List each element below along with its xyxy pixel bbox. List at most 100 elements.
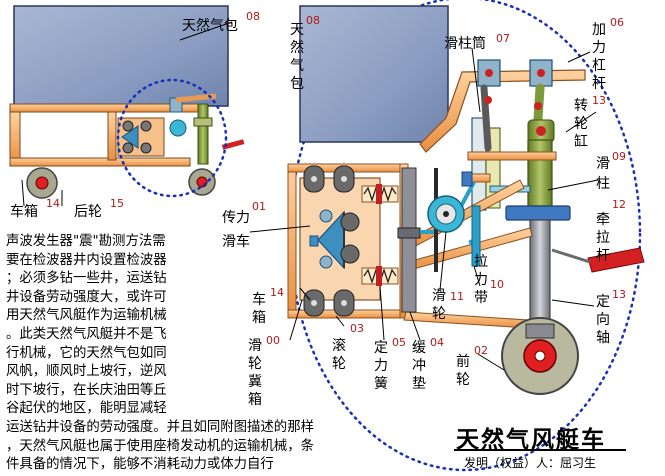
belt-clamp	[461, 171, 473, 187]
paragraph-line: ；必须多钻一些井，运送钻	[6, 271, 167, 287]
gas-balloon-large	[299, 5, 449, 143]
paragraph-line: 要在检波器井内设置检波器	[6, 252, 167, 268]
rear-wheel-hub-small	[35, 176, 49, 190]
label-num: 01	[252, 200, 266, 213]
gas-balloon-small	[13, 5, 229, 107]
label-pull-lever: 杆	[596, 248, 610, 264]
roller-small	[140, 142, 152, 154]
label-tension-belt: 力	[474, 272, 488, 288]
label-roller: 滚	[332, 337, 346, 354]
column-collar	[505, 205, 571, 221]
label-num: 05	[392, 336, 406, 349]
label-front-wheel: 轮	[456, 372, 470, 388]
label-pull-lever: 拉	[596, 230, 610, 246]
label-num: 14	[270, 286, 284, 299]
pin-icon	[311, 300, 317, 306]
title-underline	[454, 449, 626, 451]
label-guide-axis: 向	[596, 312, 610, 328]
label-lever: 加	[592, 22, 606, 38]
leader-lines	[21, 21, 599, 371]
paragraph-line: 。此类天然气风艇并不是飞	[6, 326, 167, 342]
pin-icon	[341, 176, 347, 182]
label-num: 13	[592, 94, 606, 107]
transmission-pulley-small	[121, 125, 139, 149]
label-guide-axis: 定	[596, 294, 610, 310]
label-transmission-pulley: 滑车	[222, 233, 250, 250]
label-roller: 轮	[332, 356, 346, 372]
inner-roller	[340, 244, 360, 264]
paragraph-line: 行机械，它的天然气包如同	[6, 345, 167, 361]
transmission-pulley-tab	[309, 235, 319, 247]
turn-cylinder-small	[193, 117, 213, 127]
inner-roller	[340, 212, 360, 232]
label-buffer-pad: 垫	[412, 376, 426, 392]
pin-icon	[534, 102, 542, 110]
label-lever: 杆	[592, 76, 606, 92]
label-transmission-pulley: 传力	[222, 210, 250, 226]
tension-belt-strip	[471, 205, 481, 267]
label-pulley-box: 轮	[248, 356, 262, 372]
car-top-beam	[467, 151, 557, 161]
label-num: 08	[246, 10, 260, 23]
paragraph-line: 风帆，顺风时上坡行，逆风	[6, 364, 167, 380]
label-turn-cylinder: 转	[574, 98, 588, 114]
label-buffer-pad: 缓	[412, 340, 426, 356]
label-num: 14	[46, 197, 60, 210]
label-num: 12	[612, 198, 626, 211]
buffer-pad-column	[401, 167, 417, 313]
label-balloon-large: 然	[290, 39, 304, 56]
label-force-spring: 定	[374, 340, 388, 356]
pin-icon	[443, 211, 449, 217]
part-labels: 天然气包 08 天 然 气 包 08 车箱 14 后轮 15 滑柱筒 07 加 …	[10, 10, 626, 408]
label-rear-wheel: 后轮	[74, 204, 102, 220]
paragraph-line: 运送钻井设备的劳动强度。并且如同附图描述的那样	[6, 419, 314, 435]
detail-view	[287, 0, 645, 472]
label-slide-column: 柱	[596, 176, 610, 192]
small-view	[9, 5, 245, 199]
diagram-title: 天然气风艇车	[456, 426, 606, 453]
spring-stop	[376, 184, 382, 204]
label-num: 06	[610, 16, 624, 29]
label-tension-belt: 带	[474, 290, 488, 306]
pulley-pin	[319, 209, 333, 223]
rollers	[303, 165, 355, 317]
label-pulley: 轮	[432, 306, 446, 322]
pin-icon	[311, 176, 317, 182]
pull-lever	[587, 247, 645, 273]
paragraph-line: ，天然气风艇也属于使用座椅发动机的运输机械，条	[6, 438, 314, 454]
label-force-spring: 簧	[374, 376, 388, 392]
inventor-credit: 发明（权益）人：屈习生	[464, 456, 597, 470]
pulley-pin	[319, 255, 333, 269]
label-pulley-box: 箱	[248, 392, 262, 408]
car-frame-mid	[107, 111, 117, 161]
paragraph-line: 时下坡行，在长庆油田等丘	[6, 382, 167, 398]
pin-icon	[485, 69, 493, 77]
label-car-box: 车	[252, 291, 266, 308]
car-frame-left	[9, 111, 21, 165]
label-num: 03	[350, 322, 364, 335]
roller-small	[122, 142, 134, 154]
label-slide-cylinder: 滑柱筒	[444, 35, 486, 52]
label-turn-cylinder: 轮	[574, 116, 588, 132]
label-buffer-pad: 冲	[412, 358, 426, 374]
label-num: 10	[490, 278, 504, 291]
label-num: 04	[430, 336, 444, 349]
label-num: 08	[306, 14, 320, 27]
label-pulley-box: 滑	[248, 337, 262, 354]
front-wheel-hub-small	[196, 176, 208, 188]
label-lever: 力	[592, 40, 606, 56]
slide-column	[527, 139, 553, 207]
label-front-wheel: 前	[456, 353, 470, 370]
label-balloon-large: 包	[290, 76, 304, 92]
paragraph-line: 声波发生器"震"勘测方法需	[6, 234, 166, 249]
paragraph-line: 件具备的情况下，能够不消耗动力或体力自行	[6, 457, 274, 473]
label-slide-column: 滑	[596, 155, 610, 172]
paragraph-line: 井设备劳动强度大，或许可	[6, 289, 167, 305]
paragraph-line: 谷起伏的地区，能明显减轻	[6, 401, 167, 417]
label-car-box: 箱	[252, 310, 266, 326]
label-lever: 杠	[592, 58, 606, 74]
roller-small	[122, 120, 134, 132]
label-num: 00	[266, 334, 280, 347]
